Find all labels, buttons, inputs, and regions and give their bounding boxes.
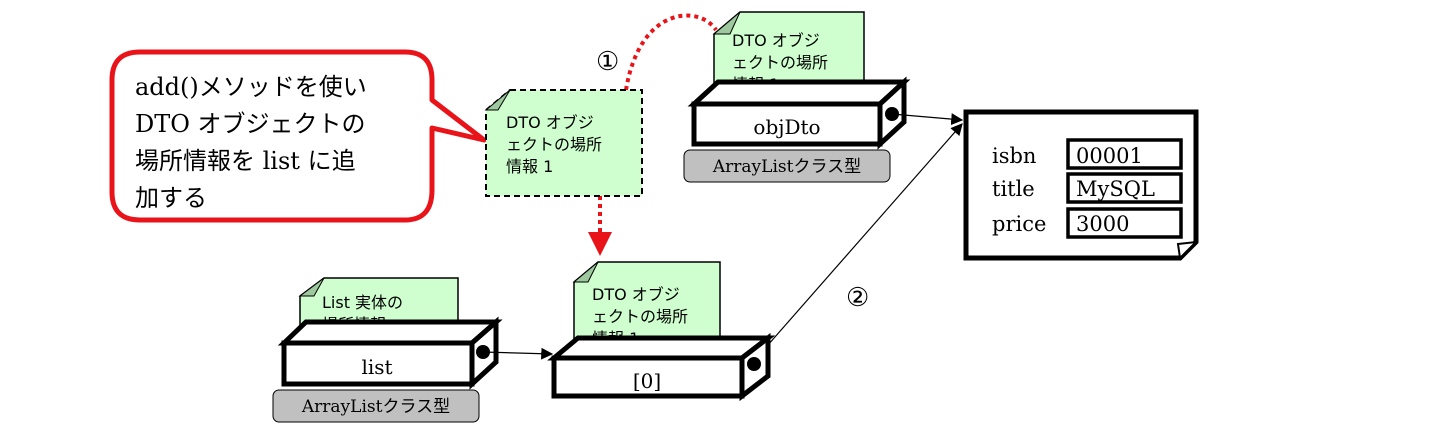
list-box-label: list [361,355,392,379]
dotted-arc-arrow [624,13,718,91]
floating-note-line-1: DTO オブジ [506,113,594,132]
callout-line-1: add()メソッドを使い [135,73,367,101]
dto-field-name-isbn: isbn [992,144,1036,168]
step1-marker: ① [596,47,619,77]
dto-field-name-price: price [992,212,1046,236]
dto-field-name-title: title [992,177,1035,201]
callout-line-2: DTO オブジェクトの [135,110,366,138]
dto-value-box-title [1066,172,1183,204]
element-box-top [547,335,776,361]
objdto-reference-arrow [891,113,964,126]
svg-text:isbn title price: isbn title price [992,144,1046,236]
element-pointer-dot [747,357,761,371]
objdto-box-top [687,79,911,107]
list-note-fold [298,277,325,297]
floating-note-line-3: 情報 1 [506,157,553,176]
dto-value-box-isbn [1066,138,1183,170]
objdto-note-line-2: ェクトの場所 [732,53,828,72]
objdto-note-fold [712,11,741,35]
objdto-variable: DTO オブジ ェクトの場所 情報 1 objDto ArrayListクラス型 [683,11,911,183]
dto-object: isbn title price 00001 MySQL 3000 [963,109,1199,261]
svg-text:add()メソッドを使い DTO オブジェクトの: add()メソッドを使い DTO オブジェクトの 場所情報を list に追 加… [135,73,374,212]
objdto-type-badge [683,149,891,183]
objdto-box-front [691,101,883,147]
list-box-front [281,340,475,387]
list-box-top [277,319,503,346]
objdto-type-label: ArrayListクラス型 [712,157,861,177]
dto-object-corner-fold [1176,240,1199,261]
callout: add()メソッドを使い DTO オブジェクトの 場所情報を list に追 加… [109,49,487,223]
callout-line-4: 加する [135,184,207,212]
svg-text:00001 MySQL 3000: 00001 MySQL 3000 [1076,144,1162,236]
list-reference-arrow [482,347,554,360]
step2-marker: ② [846,283,869,313]
dto-field-value-price: 3000 [1076,212,1129,236]
element-box-front [551,355,745,399]
list-type-badge [272,389,480,423]
dto-field-value-title: MySQL [1076,177,1155,201]
element-note-line-2: ェクトの場所 [592,307,688,326]
element-reference-arrow [759,123,963,355]
floating-note-fold [484,89,511,111]
list-note-line-1: List 実体の [322,293,403,312]
list-variable: List 実体の 場所情報 list ArrayListクラス型 [272,277,503,423]
callout-line-3: 場所情報を list に追 [135,147,356,175]
element-note-fold [572,261,599,283]
svg-text:DTO オブジ ェクトの場所 情報: DTO オブジ ェクトの場所 情報 1 [506,113,607,176]
dto-field-value-isbn: 00001 [1076,144,1143,168]
list-element-0: DTO オブジ ェクトの場所 情報 1 [0] [547,261,776,402]
list-type-label: ArrayListクラス型 [301,397,450,417]
floating-note-line-2: ェクトの場所 [506,135,602,154]
objdto-box-label: objDto [753,115,820,139]
element-note-line-1: DTO オブジ [592,285,680,304]
dto-value-box-price [1066,207,1183,239]
callout-bubble [109,49,487,223]
floating-note: DTO オブジ ェクトの場所 情報 1 [484,89,643,197]
element-box-label: [0] [633,369,661,393]
objdto-note-line-1: DTO オブジ [732,31,820,50]
